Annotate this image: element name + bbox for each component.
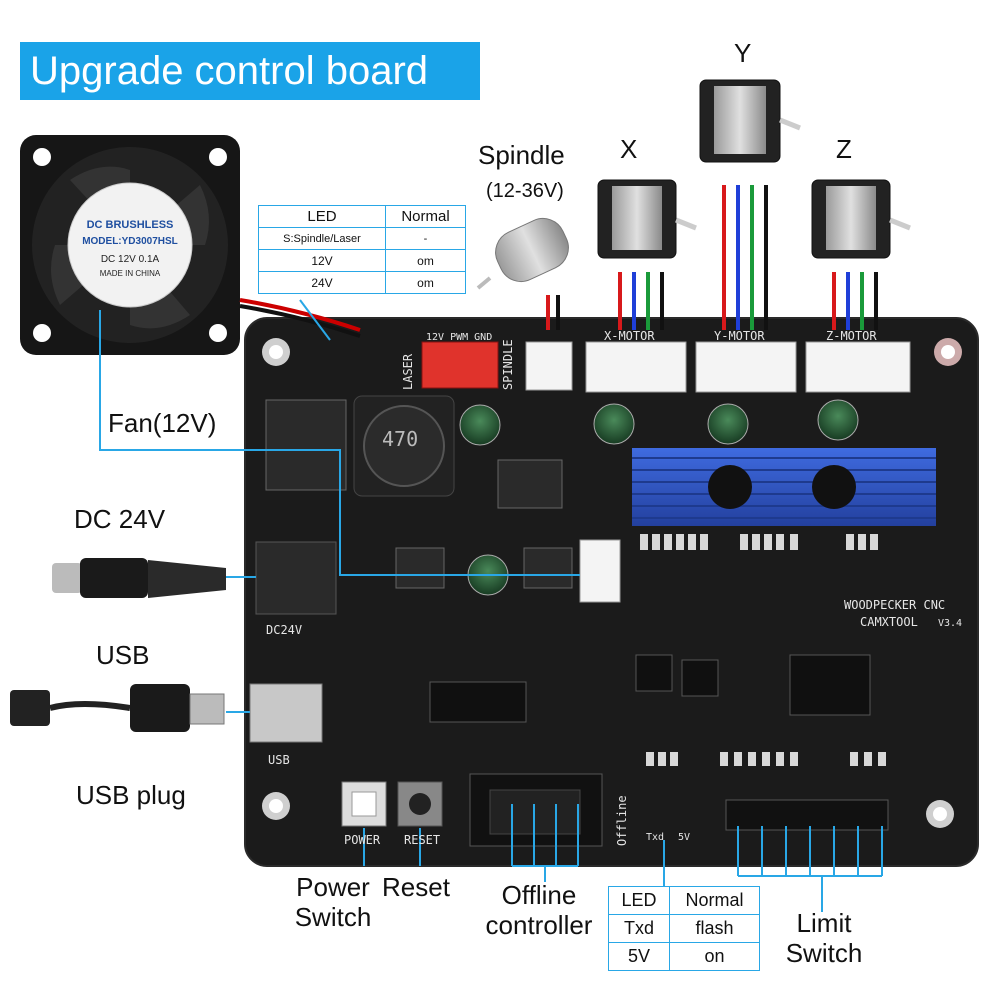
silk-laser: LASER — [401, 353, 415, 390]
label-limit-1: Limit — [796, 908, 852, 938]
dc-barrel-plug — [52, 541, 337, 615]
label-spindle: Spindle — [478, 140, 565, 170]
silk-x-motor: X-MOTOR — [604, 329, 655, 343]
bottom-led-cell: on — [669, 942, 760, 971]
offline-header — [469, 773, 603, 847]
top-led-header-led: LED — [258, 205, 386, 228]
smd-components — [640, 534, 886, 766]
silk-version: V3.4 — [938, 618, 962, 629]
reset-button-component — [397, 781, 443, 827]
top-led-cell: - — [385, 227, 466, 250]
silk-txd: Txd — [646, 832, 664, 843]
silk-camxtool: CAMXTOOL — [860, 615, 918, 629]
label-axis-y: Y — [734, 38, 752, 68]
bottom-led-header-normal: Normal — [669, 886, 760, 915]
voltage-regulator — [265, 399, 347, 491]
ic-chips — [395, 459, 871, 723]
bottom-led-cell: 5V — [608, 942, 670, 971]
callout-lines — [99, 299, 883, 912]
silk-5v: 5V — [678, 832, 690, 843]
fan-origin: MADE IN CHINA — [100, 269, 161, 278]
label-reset: Reset — [382, 872, 450, 902]
label-dc: DC 24V — [74, 504, 166, 534]
stepper-motor-y — [699, 79, 801, 163]
silk-spindle: SPINDLE — [501, 339, 515, 390]
label-axis-x: X — [620, 134, 638, 164]
fan-model: MODEL:YD3007HSL — [82, 236, 178, 247]
stepper-motor-z — [811, 179, 911, 259]
silk-laser-pins: 12V PWM GND — [426, 332, 492, 343]
top-led-cell: S:Spindle/Laser — [258, 227, 386, 250]
stepper-motor-x — [597, 179, 697, 259]
top-led-table: LED Normal S:Spindle/Laser - 12V om 24V … — [258, 205, 466, 294]
top-led-cell: 12V — [258, 249, 386, 272]
inductor — [353, 395, 455, 497]
label-spindle-voltage: (12-36V) — [486, 180, 564, 202]
silk-power: POWER — [344, 833, 381, 847]
top-led-cell: 24V — [258, 271, 386, 294]
limit-switch-header — [725, 799, 889, 831]
silk-z-motor: Z-MOTOR — [826, 329, 877, 343]
label-axis-z: Z — [836, 134, 852, 164]
spindle-motor — [476, 217, 569, 290]
capacitors — [459, 399, 859, 596]
silk-y-motor: Y-MOTOR — [714, 329, 765, 343]
label-usb: USB — [96, 640, 150, 670]
silk-offline: Offline — [615, 795, 629, 846]
usb-cable — [10, 683, 323, 743]
top-led-cell: om — [385, 249, 466, 272]
cooling-fan — [20, 135, 361, 355]
fan-brand: DC BRUSHLESS — [87, 219, 174, 231]
bottom-led-cell: Txd — [608, 914, 670, 943]
label-power-switch-2: Switch — [294, 902, 372, 932]
bottom-led-cell: flash — [669, 914, 760, 943]
silk-usb: USB — [268, 753, 290, 767]
label-offline-2: controller — [485, 910, 593, 940]
silkscreen-text: X-MOTOR Y-MOTOR Z-MOTOR WOODPECKER CNC C… — [266, 329, 962, 847]
motor-wires — [546, 185, 878, 330]
motor-connectors — [421, 341, 911, 603]
top-led-cell: om — [385, 271, 466, 294]
title-banner: Upgrade control board — [20, 42, 480, 100]
bottom-led-header-led: LED — [608, 886, 670, 915]
label-offline-1: Offline — [501, 880, 577, 910]
label-power-switch-1: Power — [296, 872, 370, 902]
bottom-led-table: LED Normal Txd flash 5V on — [608, 886, 760, 971]
fan-rating: DC 12V 0.1A — [101, 254, 160, 265]
silk-dc24v: DC24V — [266, 623, 302, 637]
top-led-header-normal: Normal — [385, 205, 466, 228]
heatsink — [632, 448, 936, 526]
silk-inductor: 470 — [382, 427, 418, 451]
label-fan: Fan(12V) — [108, 408, 217, 438]
label-usb-plug: USB plug — [76, 780, 186, 810]
silk-brand: WOODPECKER CNC — [844, 598, 945, 612]
silk-reset: RESET — [404, 833, 440, 847]
label-limit-2: Switch — [785, 938, 863, 968]
fan-label-text: DC BRUSHLESS MODEL:YD3007HSL DC 12V 0.1A… — [82, 219, 178, 278]
power-switch-component — [341, 781, 387, 827]
